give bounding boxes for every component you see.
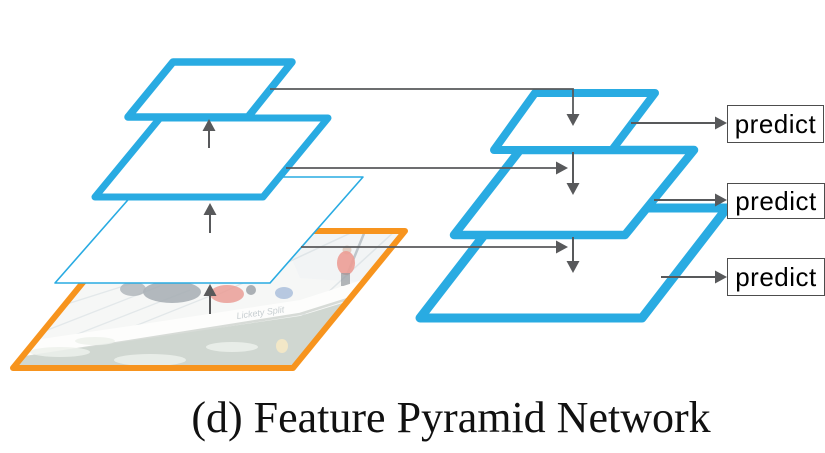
predict-arrow-p5	[631, 116, 727, 130]
predict-label: predict	[735, 261, 817, 292]
predict-arrow-p3	[661, 270, 727, 284]
lateral-connection-c4	[286, 161, 568, 175]
predict-box-p4: predict	[727, 183, 825, 219]
feature-map-c4	[91, 114, 332, 201]
predict-label: predict	[735, 185, 817, 216]
bimini-canvas	[143, 281, 201, 303]
conv-up-arrow	[203, 284, 217, 314]
predict-box-p3: predict	[727, 258, 825, 296]
connections	[270, 88, 727, 284]
water	[13, 284, 405, 368]
predict-arrow-p4	[654, 193, 727, 207]
red-jacket	[210, 285, 244, 303]
top-down-pathway	[415, 89, 732, 323]
water-foam	[30, 337, 258, 366]
conv-up-arrow	[202, 119, 216, 148]
lateral-connection-c3	[301, 240, 568, 254]
figure-caption: (d) Feature Pyramid Network	[191, 393, 711, 442]
topdown-arrow-p5-p4	[566, 152, 580, 195]
blue-jacket	[275, 287, 293, 299]
crew-head	[246, 285, 256, 295]
conv-up-arrow	[203, 203, 217, 233]
bottom-up-pathway: Lickety Split	[10, 58, 408, 371]
person-red	[337, 245, 355, 286]
lateral-connection-c5	[270, 88, 580, 126]
gear	[120, 282, 146, 296]
predict-label: predict	[734, 108, 817, 139]
feature-map-c5	[124, 58, 296, 121]
topdown-arrow-p4-p3	[566, 237, 580, 273]
life-ring	[276, 339, 288, 353]
predict-box-p5: predict	[727, 105, 824, 143]
